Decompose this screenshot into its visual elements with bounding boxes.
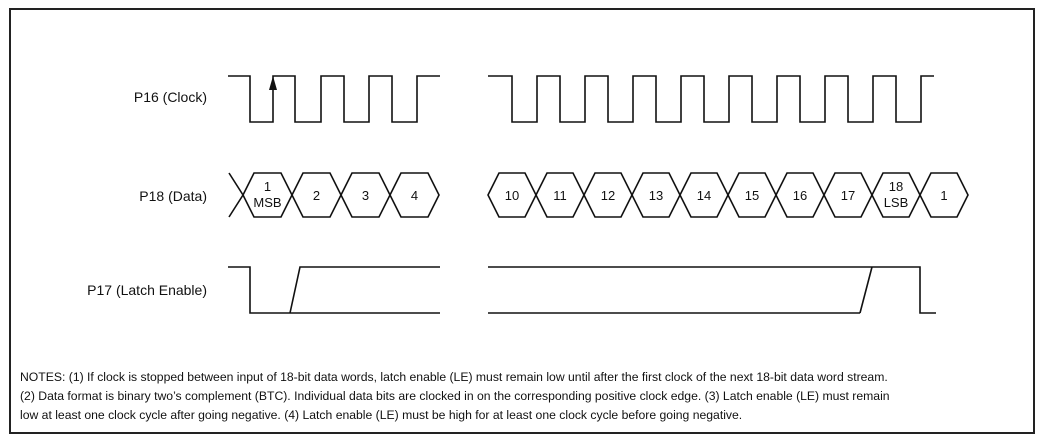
notes-line-1: NOTES: (1) If clock is stopped between i… xyxy=(20,370,888,384)
notes-block: NOTES: (1) If clock is stopped between i… xyxy=(20,368,1030,425)
data-group-2-bit-label: 18 xyxy=(889,179,903,194)
data-signal-label: P18 (Data) xyxy=(139,188,207,204)
data-group-1-cell xyxy=(389,172,440,218)
data-group-1-bit-label: 2 xyxy=(313,188,320,203)
clock-waveform-segment-1 xyxy=(228,75,440,123)
data-group-2-bit-label: 11 xyxy=(553,188,567,203)
data-group-1-bit-label: 3 xyxy=(362,188,369,203)
clock-waveform-segment-2 xyxy=(488,75,934,123)
data-group-2-bit-label: 1 xyxy=(940,188,947,203)
data-group-2-bit-label: 17 xyxy=(841,188,855,203)
clock-signal-label: P16 (Clock) xyxy=(133,89,207,105)
latch-high-trace-2 xyxy=(488,266,936,314)
notes-line-2: (2) Data format is binary two’s compleme… xyxy=(20,389,890,403)
data-group-2-bit-label: 14 xyxy=(697,188,711,203)
data-group-1-bit-label: 4 xyxy=(411,188,418,203)
data-group-1-bit-sublabel: MSB xyxy=(253,195,281,210)
latch-rising-edge-2 xyxy=(859,266,873,314)
data-group-2-bit-sublabel: LSB xyxy=(884,195,909,210)
data-group-1-bit-label: 1 xyxy=(264,179,271,194)
latch-rising-trace-1 xyxy=(289,266,440,314)
data-group-2-cell xyxy=(919,172,969,218)
data-group-1-lead-in xyxy=(228,172,244,218)
notes-line-3: low at least one clock cycle after going… xyxy=(20,408,743,422)
data-group-2-bit-label: 16 xyxy=(793,188,807,203)
diagram-frame xyxy=(9,8,1035,434)
data-group-2-bit-label: 15 xyxy=(745,188,759,203)
latch-high-trace-1 xyxy=(228,266,440,314)
latch-signal-label: P17 (Latch Enable) xyxy=(87,282,207,298)
clock-edge-arrow xyxy=(269,76,277,90)
data-group-2-bit-label: 13 xyxy=(649,188,663,203)
data-group-2-bit-label: 10 xyxy=(505,188,519,203)
data-group-2-bit-label: 12 xyxy=(601,188,615,203)
